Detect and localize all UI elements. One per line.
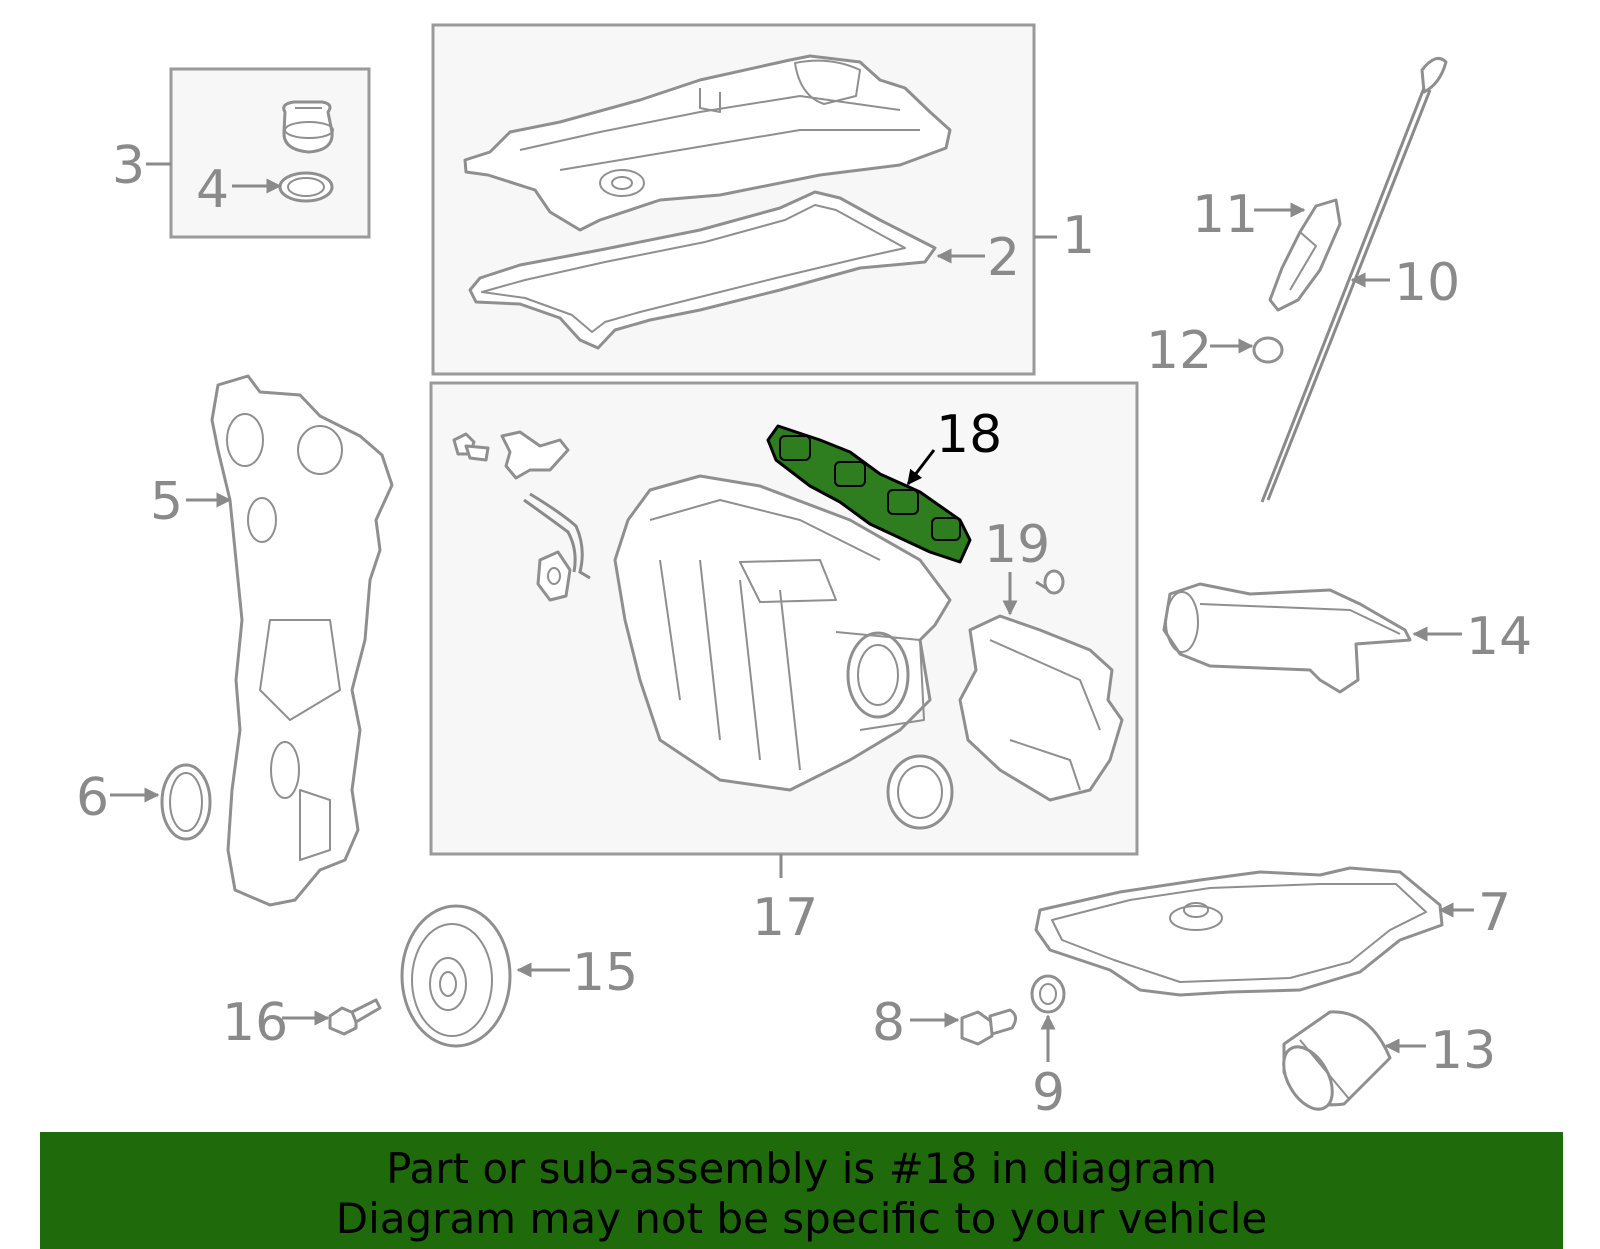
oil-cap-gasket — [278, 171, 334, 203]
crankshaft-seal — [160, 763, 212, 841]
group-box-3 — [169, 67, 371, 239]
callout-12: 12 — [1146, 321, 1212, 381]
dipstick-guide — [1268, 198, 1342, 312]
drain-plug-gasket — [1030, 974, 1066, 1014]
pulley-bolt — [328, 998, 382, 1036]
valve-cover-gasket — [468, 190, 937, 350]
callout-17: 17 — [752, 888, 818, 948]
throttle-gasket — [886, 754, 954, 830]
callout-16: 16 — [222, 993, 288, 1053]
timing-chain-cover — [210, 374, 394, 907]
callout-13: 13 — [1430, 1021, 1496, 1081]
info-banner: Part or sub-assembly is #18 in diagram D… — [40, 1132, 1563, 1249]
callout-7: 7 — [1478, 883, 1511, 943]
callout-1: 1 — [1062, 206, 1095, 266]
callout-4: 4 — [196, 160, 229, 220]
callout-6: 6 — [76, 768, 109, 828]
vacuum-hose — [523, 492, 591, 580]
callout-14: 14 — [1466, 607, 1532, 667]
callout-3: 3 — [112, 136, 145, 196]
callout-15: 15 — [572, 943, 638, 1003]
callout-8: 8 — [872, 993, 905, 1053]
callout-10: 10 — [1394, 253, 1460, 313]
bolt-19 — [1035, 569, 1065, 595]
drain-plug — [960, 1008, 1017, 1046]
oil-dipstick — [1260, 56, 1448, 503]
callout-2: 2 — [987, 228, 1020, 288]
callout-9: 9 — [1032, 1063, 1065, 1123]
valve-cover — [463, 54, 952, 232]
small-gasket — [536, 550, 572, 602]
crankshaft-pulley — [400, 904, 512, 1048]
oil-pan — [1034, 866, 1444, 997]
oil-filler-cap — [282, 100, 334, 154]
intake-bolt-bracket — [452, 430, 570, 480]
banner-line-2: Diagram may not be specific to your vehi… — [335, 1194, 1268, 1243]
dipstick-o-ring — [1252, 336, 1284, 364]
intake-manifold — [613, 474, 952, 792]
callout-5: 5 — [150, 472, 183, 532]
oil-strainer — [1162, 582, 1412, 694]
callout-18: 18 — [936, 405, 1002, 465]
callout-11: 11 — [1192, 185, 1258, 245]
oil-filter — [1282, 1010, 1392, 1111]
manifold-cover — [958, 614, 1124, 802]
callout-19: 19 — [984, 515, 1050, 575]
intake-manifold-gasket-highlight — [766, 424, 972, 564]
banner-line-1: Part or sub-assembly is #18 in diagram — [386, 1144, 1217, 1193]
